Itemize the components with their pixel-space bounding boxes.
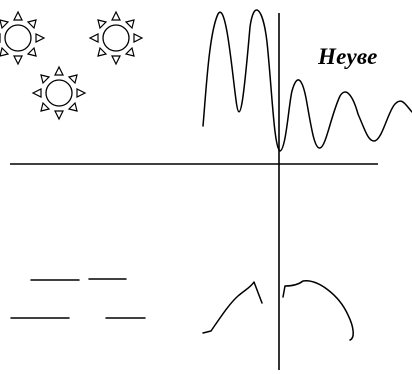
partial-word-caption: Неуве <box>318 45 378 69</box>
sun-top-middle <box>88 10 144 66</box>
sun-icon <box>4 24 32 52</box>
sun-rays <box>0 10 46 66</box>
dash-pattern <box>10 278 146 319</box>
sun-rays <box>31 65 87 121</box>
sun-lower <box>31 65 87 121</box>
left-hill-curve <box>202 281 263 334</box>
right-hill-curve <box>282 280 354 341</box>
sun-rays <box>88 10 144 66</box>
sun-icon <box>102 24 130 52</box>
oscillation-curve <box>202 9 412 152</box>
sun-icon <box>45 79 73 107</box>
sun-top-left <box>0 10 46 66</box>
